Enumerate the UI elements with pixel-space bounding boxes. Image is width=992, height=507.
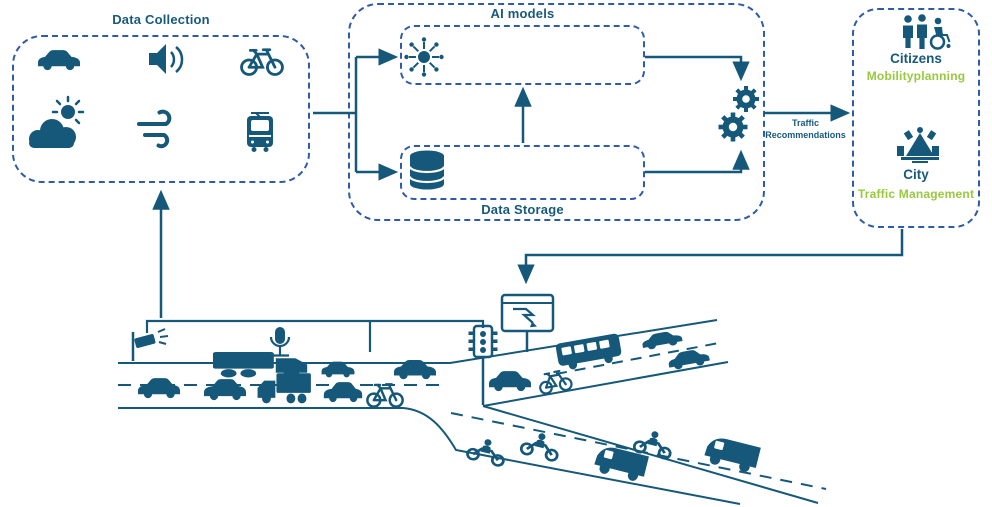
motorcycle-icon [465,433,510,468]
upper-branch-edge [482,361,729,407]
road-top-edge [118,319,718,364]
car-icon [489,371,531,392]
scooter-icon [518,427,563,463]
city-label: City [903,167,929,182]
sensor-collector-line [145,319,485,352]
traffic-recommendations-label: Traffic Recommendations [765,118,846,141]
speed-camera-icon [131,328,169,361]
data-storage-label: Data Storage [481,202,564,217]
car-icon [640,329,684,351]
data-collection-title: Data Collection [112,12,210,27]
road-bottom-edge [118,407,741,505]
van-icon [592,444,649,484]
bicycle-icon [366,383,404,408]
car-icon [667,347,711,371]
lower-branch-dashed [450,412,827,490]
upper-branch-dashed [555,341,725,375]
bus-icon [555,333,623,372]
stakeholders-box [852,8,980,228]
vehicles [138,329,761,484]
street-scene [118,293,827,505]
mobilityplanning-label: Mobilityplanning [866,69,966,83]
lower-branch-edge [482,405,819,504]
car-icon [204,379,246,401]
ai-models-title: AI models [490,6,555,21]
car-icon [138,378,180,399]
truck-icon [212,352,308,378]
data-collection-box [12,35,310,183]
roadside-sensors [131,293,555,405]
microphone-icon [269,327,291,357]
car-icon [321,361,355,378]
variable-message-sign-icon [500,293,555,352]
ai-model-inner-box [400,25,645,85]
citizens-label: Citizens [890,51,942,66]
traffic-light-icon [468,324,498,405]
arrow-city-to-sign [517,229,904,285]
car-icon [394,360,436,380]
car-icon [323,382,363,403]
data-storage-box [400,145,645,200]
van-icon [702,434,761,475]
road-lines [118,319,827,505]
traffic-management-label: Traffic Management [857,187,975,201]
bicycle-icon [536,368,574,396]
truck-icon [257,373,311,404]
scooter-icon [631,425,676,461]
